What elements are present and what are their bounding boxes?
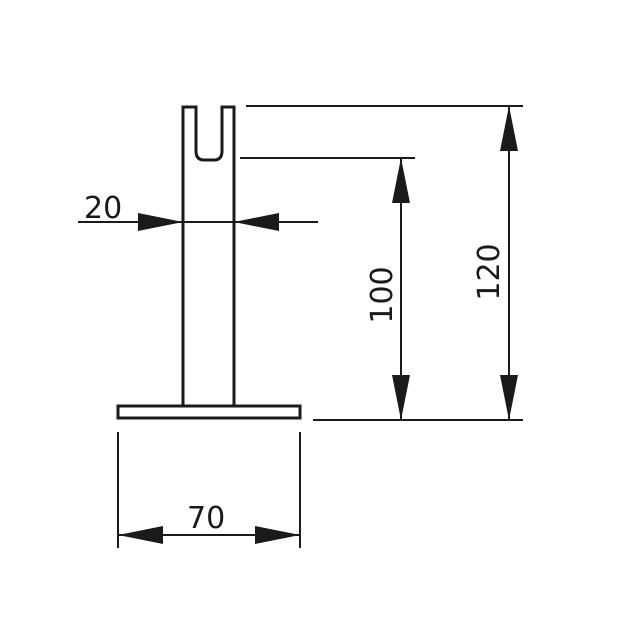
arrowhead-base-left [118, 526, 163, 544]
arrowhead-stem-left [138, 213, 183, 231]
base-plate [116, 404, 302, 420]
dimension-label-stem-width: 20 [84, 191, 122, 226]
arrowhead-inner-bottom [392, 375, 410, 420]
dimension-label-overall-height: 120 [472, 243, 507, 300]
arrowhead-stem-right [234, 213, 279, 231]
arrowhead-inner-top [392, 158, 410, 203]
dimension-label-base-width: 70 [187, 501, 225, 536]
arrowhead-overall-top [500, 106, 518, 151]
arrowhead-base-right [255, 526, 300, 544]
arrowhead-overall-bottom [500, 375, 518, 420]
post-outline [181, 105, 236, 408]
dimension-label-inner-height: 100 [365, 266, 400, 323]
